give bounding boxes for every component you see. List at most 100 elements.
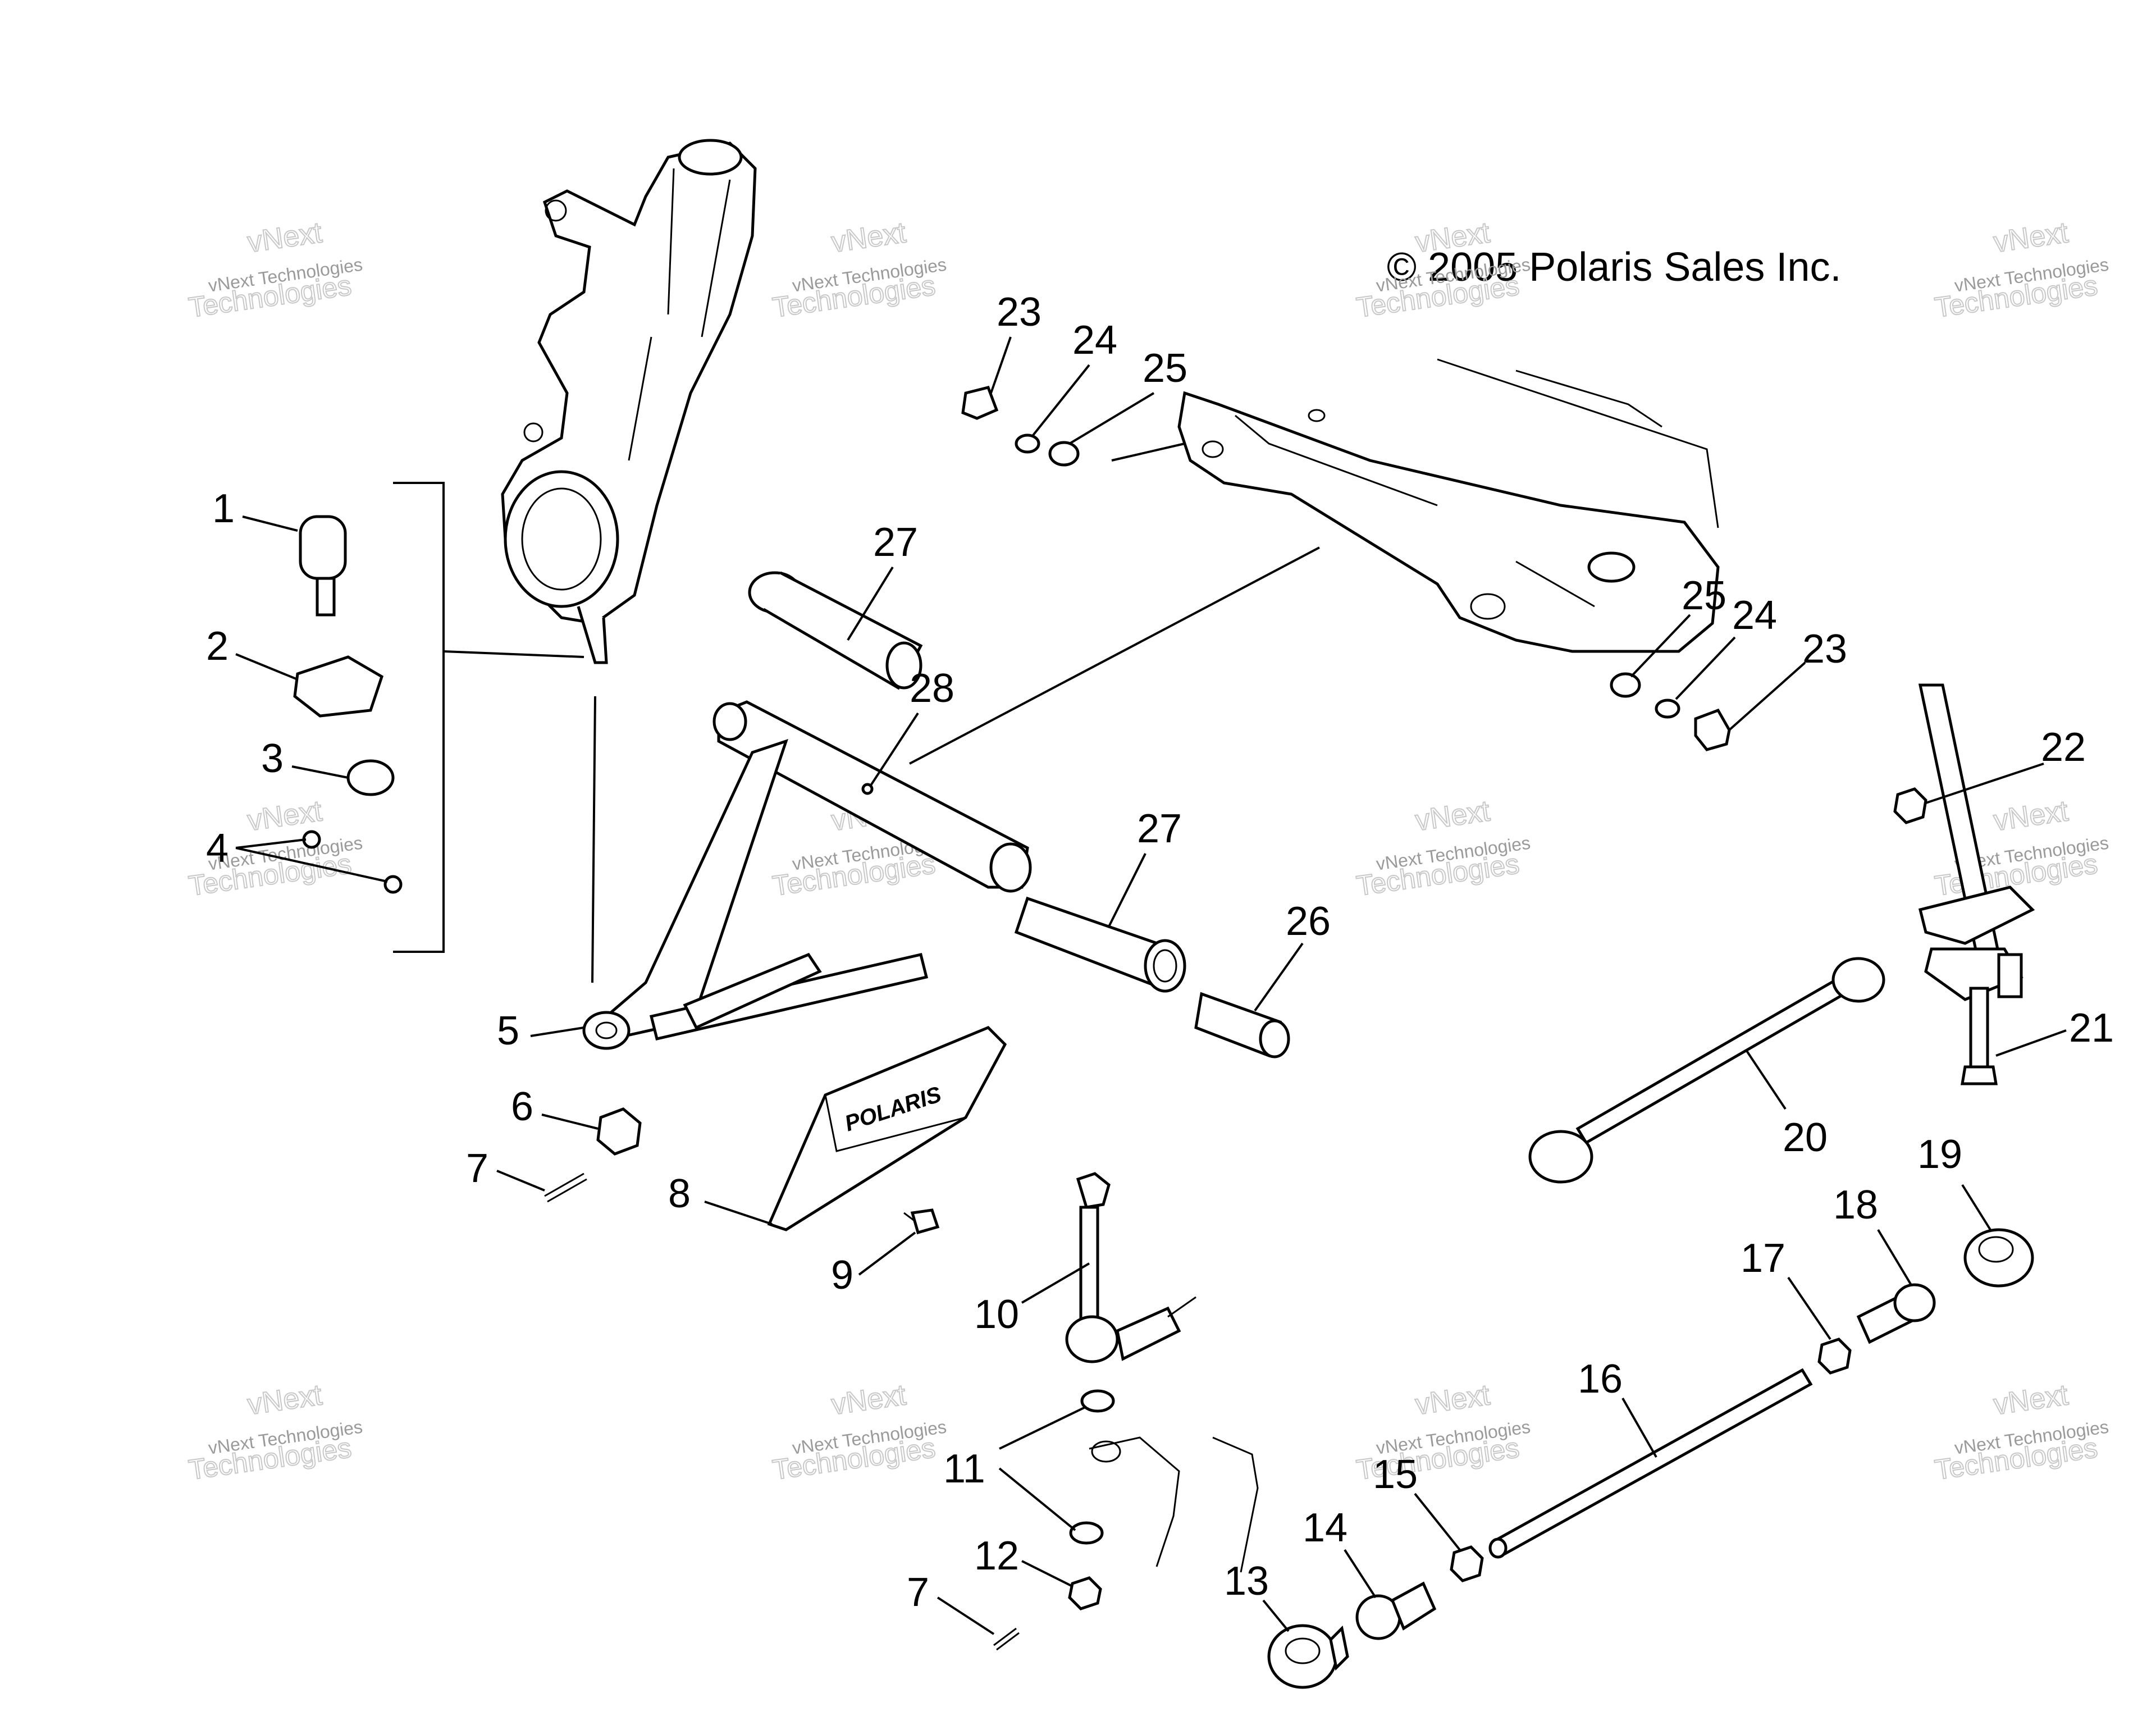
leader-line: [1745, 1049, 1787, 1110]
retaining-ring: [346, 759, 395, 796]
callouts: 1 2 3 4 5 6 7 7 8 9 10 11 12 13 14 15: [206, 290, 2114, 1635]
callout-label: 24: [1072, 318, 1117, 363]
leader-line: [704, 1201, 773, 1225]
cotter-pin: [993, 1627, 1020, 1651]
callout-label: 1: [212, 486, 235, 531]
leader-line: [990, 336, 1012, 394]
leader-line: [235, 838, 307, 849]
copyright-text: © 2005 Polaris Sales Inc.: [1387, 245, 1841, 290]
leader-line: [1262, 1599, 1290, 1632]
leader-line: [242, 515, 298, 532]
nut: [1893, 787, 1927, 824]
callout-label: 16: [1578, 1357, 1623, 1402]
callout-label: 21: [2069, 1006, 2114, 1051]
leader-line: [1254, 942, 1304, 1012]
washer: [1080, 1389, 1115, 1413]
callout-label: 14: [1303, 1505, 1347, 1550]
watermark: vNext vNext Technologies Technologies: [1932, 216, 2109, 324]
leader-line: [1877, 1229, 1913, 1287]
leader-line: [1630, 614, 1691, 678]
leader-line: [1021, 1560, 1073, 1587]
washer: [1069, 1521, 1104, 1545]
watermark: vNext vNext Technologies Technologies: [186, 1378, 363, 1486]
ball-joint: [299, 515, 347, 617]
callout-label: 9: [831, 1253, 853, 1298]
screw: [903, 1208, 940, 1235]
callout-label: 3: [261, 736, 284, 781]
watermark: vNext vNext Technologies Technologies: [770, 216, 947, 324]
callout-label: 4: [206, 826, 229, 871]
callout-label: 7: [466, 1146, 488, 1191]
callout-label: 20: [1783, 1115, 1828, 1160]
leader-line: [1787, 1276, 1831, 1340]
sleeve: [1194, 992, 1290, 1058]
callout-label: 27: [1137, 806, 1182, 851]
pivot-bushing: [748, 571, 923, 690]
callout-label: 13: [1224, 1559, 1269, 1604]
callout-label: 24: [1732, 593, 1777, 638]
cotter-pin: [544, 1172, 587, 1203]
leader-line: [1675, 636, 1736, 700]
callout-label: 19: [1917, 1132, 1962, 1177]
watermark-text: vNext: [1991, 795, 2070, 837]
leader-line: [937, 1596, 995, 1635]
steering-arm: [1089, 1436, 1259, 1573]
leader-line: [858, 1231, 916, 1276]
callout-label: 8: [668, 1171, 691, 1216]
watermark: vNext vNext Technologies Technologies: [1354, 794, 1531, 902]
tie-rod-assembly: [1528, 957, 1885, 1184]
steering-arm: [1091, 1440, 1121, 1463]
leader-line: [443, 650, 584, 658]
bolt: [1961, 987, 1998, 1085]
watermark-text: vNext: [245, 1379, 324, 1421]
tie-rod-end: [1267, 1624, 1349, 1689]
jam-nut: [1817, 1338, 1852, 1375]
watermark-text: vNext: [1413, 1379, 1492, 1421]
leader-line: [1621, 1398, 1657, 1458]
callout-label: 10: [974, 1292, 1019, 1337]
tie-rod-end: [1065, 1296, 1196, 1363]
leader-line: [235, 847, 388, 883]
watermark: vNext vNext Technologies Technologies: [1354, 216, 1531, 324]
leader-line: [1021, 1262, 1090, 1304]
leader-line: [998, 1467, 1076, 1531]
leader-line: [869, 712, 919, 787]
callout-label: 5: [497, 1008, 519, 1053]
callout-label: 6: [511, 1084, 533, 1129]
rod-end: [1963, 1228, 2034, 1288]
watermark-text: vNext: [1991, 1379, 2070, 1421]
leader-line: [291, 765, 349, 779]
leader-line: [999, 1405, 1087, 1450]
leader-line: [1111, 442, 1185, 462]
callout-label: 23: [1802, 627, 1847, 672]
leader-line: [530, 1026, 584, 1037]
leader-line: [541, 1114, 599, 1130]
callout-label: 28: [910, 666, 954, 711]
leader-line: [1344, 1549, 1377, 1599]
callout-label: 23: [997, 290, 1042, 335]
upper-bolt-washers: [961, 386, 1080, 467]
leader-line: [1108, 853, 1146, 927]
watermark-text: vNext: [829, 216, 908, 259]
frame-chassis: [1177, 358, 1720, 653]
leader-line: [1961, 1184, 1991, 1231]
pivot-bushing: [1014, 896, 1186, 993]
watermark: vNext vNext Technologies Technologies: [1932, 1378, 2109, 1486]
leader-line: [847, 566, 894, 641]
leader-line: [235, 653, 298, 681]
callout-label: 7: [907, 1570, 929, 1615]
watermark: vNext vNext Technologies Technologies: [186, 216, 363, 324]
leader-line: [1032, 364, 1090, 436]
watermark-text: vNext: [1991, 216, 2070, 259]
watermark: vNext vNext Technologies Technologies: [770, 1378, 947, 1486]
callout-label: 22: [2041, 725, 2086, 770]
steering-post: [1918, 683, 2035, 1001]
jam-nut: [1450, 1545, 1484, 1582]
castle-nut: [596, 1107, 642, 1156]
lower-bolt-washers: [1610, 672, 1731, 751]
leader-line: [591, 696, 596, 983]
leader-line: [1925, 763, 2044, 804]
callout-label: 17: [1741, 1236, 1785, 1281]
callout-label: 18: [1833, 1183, 1878, 1227]
